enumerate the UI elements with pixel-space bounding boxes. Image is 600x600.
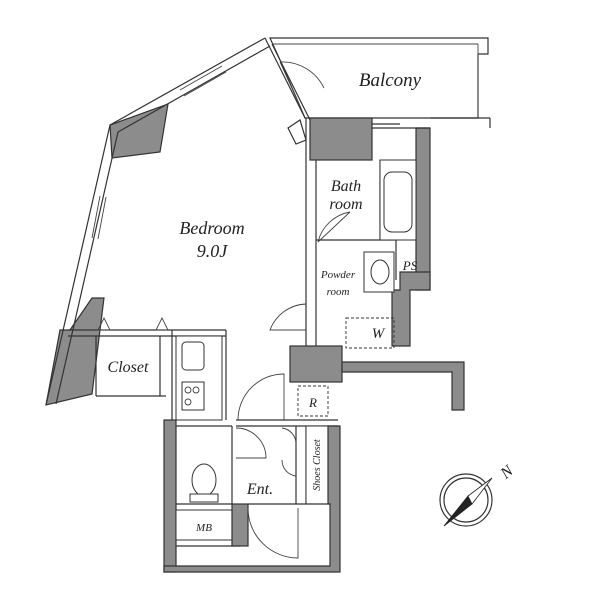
powder-sink	[363, 251, 395, 293]
closet-label: Closet	[108, 359, 149, 376]
kitchen-counter	[175, 335, 223, 421]
compass: N	[439, 462, 518, 527]
closet-doors	[97, 316, 169, 331]
powder-label-line2: room	[327, 286, 350, 298]
exterior-wall	[45, 37, 271, 406]
washer-space	[345, 317, 395, 349]
balcony-label: Balcony	[359, 70, 422, 91]
bath-door	[317, 211, 351, 243]
entrance-label: Ent.	[246, 481, 273, 498]
bath-label-line2: room	[329, 196, 362, 213]
washer-label: W	[372, 326, 386, 342]
powder-door	[269, 303, 307, 331]
wet-area-walls	[289, 117, 465, 411]
toilet-room	[163, 419, 267, 573]
kitchen-door	[237, 373, 285, 421]
refrigerator-label: R	[308, 395, 317, 410]
interior-walls	[68, 329, 338, 427]
shoes-closet-label: Shoes Closet	[312, 439, 323, 491]
ps-label: PS	[402, 258, 418, 273]
entrance-area	[163, 425, 341, 573]
mb-label: MB	[195, 522, 212, 534]
compass-needle-north	[467, 477, 493, 505]
bedroom-size-label: 9.0J	[197, 241, 229, 261]
powder-label-line1: Powder	[320, 269, 356, 281]
bedroom-label: Bedroom	[179, 218, 244, 238]
refrigerator-space	[297, 385, 329, 417]
bath-label-line1: Bath	[331, 178, 361, 195]
meter-box	[175, 509, 240, 547]
compass-north-label: N	[497, 462, 518, 483]
balcony-door	[264, 37, 325, 145]
bathtub	[379, 159, 417, 241]
